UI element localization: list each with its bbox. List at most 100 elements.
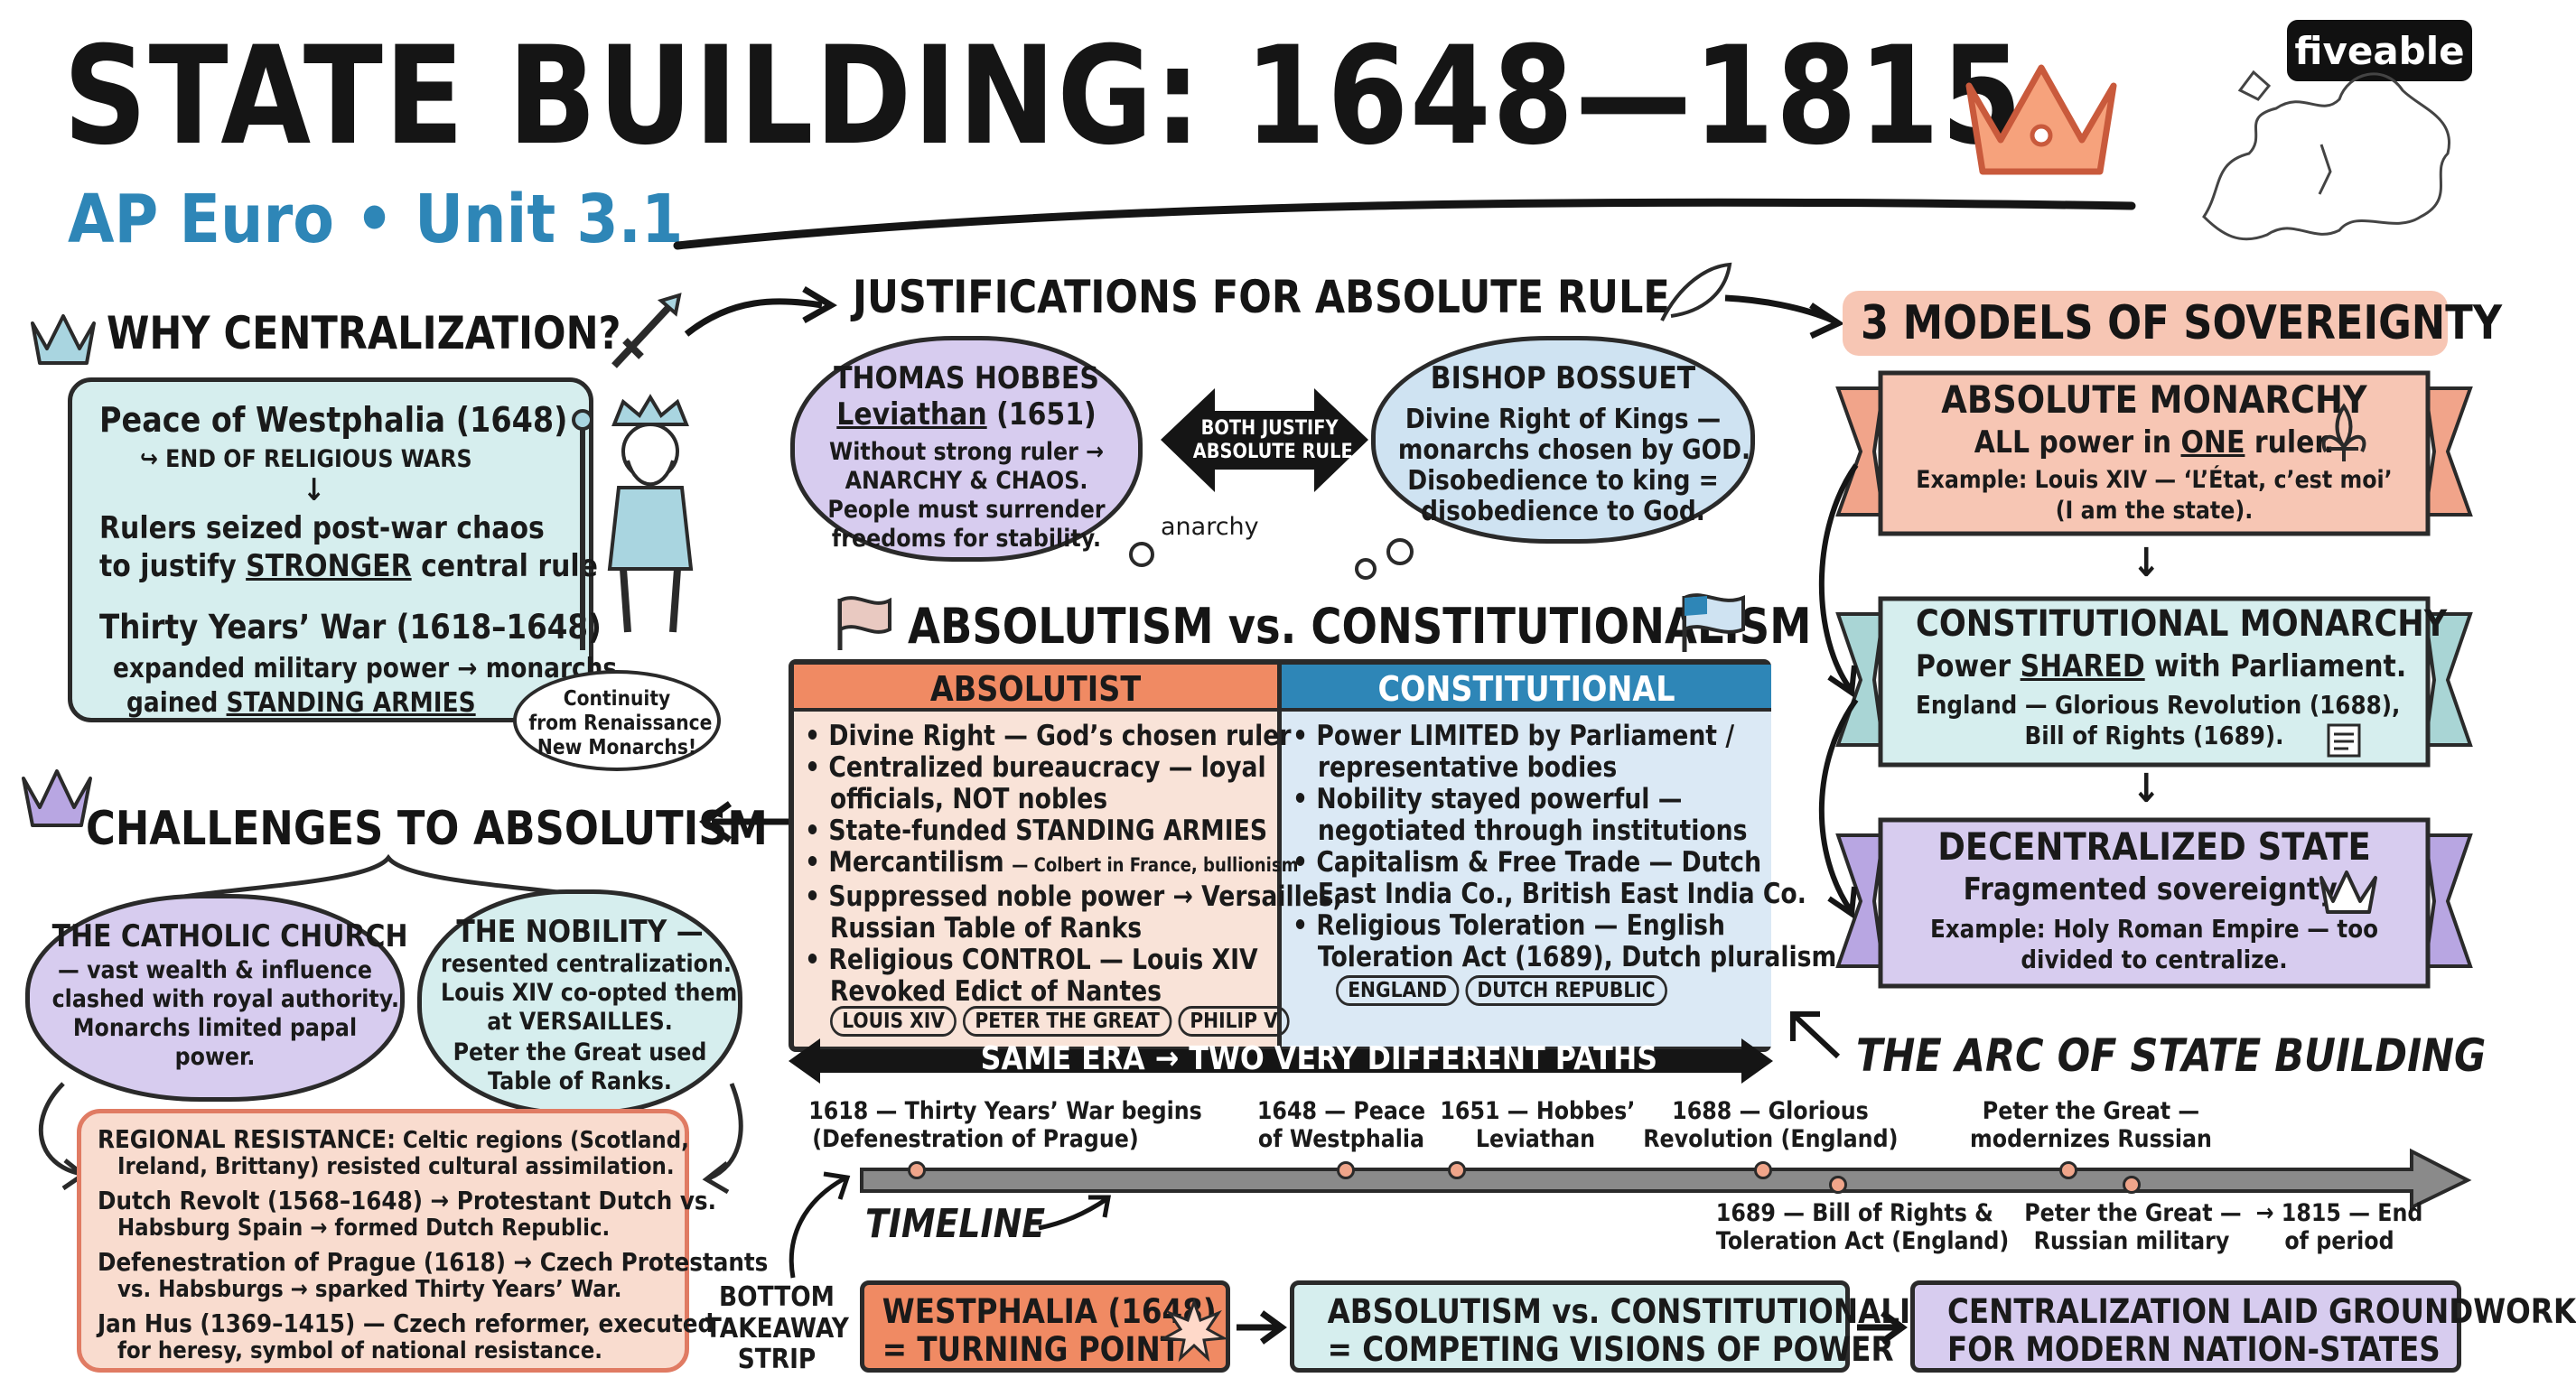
timeline-dot (1829, 1176, 1847, 1194)
arrow-to-justifications (684, 285, 837, 337)
westphalia-title: Peace of Westphalia (1648) (99, 400, 568, 440)
table-list-item: • Divine Right — God’s chosen ruler (805, 720, 1292, 752)
renaissance-speech-bubble: Continuity from Renaissance New Monarchs… (513, 670, 721, 771)
timeline-arrow (860, 1148, 2472, 1211)
table-list-item: Revoked Edict of Nantes (805, 975, 1162, 1008)
timeline-label: TIMELINE (865, 1201, 1046, 1247)
crown-icon (1965, 64, 2117, 175)
fleur-de-lis-icon (2321, 403, 2366, 461)
same-era-double-arrow (789, 1038, 1773, 1084)
decentralized-state-title: DECENTRALIZED STATE (1937, 824, 2371, 869)
table-list-item: negotiated through institutions (1293, 815, 1748, 847)
table-list-item: • Capitalism & Free Trade — Dutch (1293, 846, 1762, 879)
constitutional-header (1282, 665, 1771, 712)
timeline-dot (2123, 1176, 2141, 1194)
title-underline-stroke (673, 198, 2136, 250)
strip-arrow-2 (1857, 1310, 1908, 1345)
hobbes-cloud: THOMAS HOBBES Leviathan (1651) Without s… (790, 336, 1143, 562)
table-list-item: Toleration Act (1689), Dutch pluralism (1293, 941, 1837, 973)
absolutist-header (794, 665, 1277, 712)
scroll-icon (2327, 723, 2361, 758)
down-arrow: ↓ (303, 472, 326, 508)
constitutional-header-label: CONSTITUTIONAL (1377, 669, 1675, 709)
table-list-item: Russian Table of Ranks (805, 912, 1143, 945)
example-pill: PETER THE GREAT (963, 1006, 1172, 1037)
example-pill: DUTCH REPUBLIC (1465, 975, 1667, 1006)
absolute-monarchy-line-2: Example: Louis XIV — ‘L’État, c’est moi’ (1916, 466, 2393, 494)
decentralized-state-line-2: Example: Holy Roman Empire — too (1929, 914, 2379, 944)
example-pill: LOUIS XIV (830, 1006, 957, 1037)
table-list-item: • Religious CONTROL — Louis XIV (805, 944, 1258, 976)
absolute-monarchy-line-1: ALL power in ONE ruler. (1974, 424, 2335, 461)
example-pill: ENGLAND (1336, 975, 1460, 1006)
flag-icon-left (837, 596, 891, 650)
absolutist-header-label: ABSOLUTIST (929, 669, 1142, 709)
table-list-item: • Power LIMITED by Parliament / (1293, 720, 1735, 752)
mercantilism-note: — Colbert in France, bullionism (1012, 854, 1299, 876)
constitutional-list: • Power LIMITED by Parliament / represen… (1293, 720, 1837, 973)
both-justify-label-1: BOTH JUSTIFY (1200, 417, 1339, 440)
timeline-event-peter-military: Peter the Great —Russian military (2024, 1199, 2242, 1256)
timeline-event-1651: 1651 — Hobbes’Leviathan (1440, 1097, 1636, 1154)
absolute-monarchy-line-3: (I am the state). (2055, 497, 2254, 525)
burst-icon (1160, 1298, 1228, 1363)
timeline-event-1618: 1618 — Thirty Years’ War begins(Defenest… (808, 1097, 1202, 1154)
takeaway-competing-visions: ABSOLUTISM vs. CONSTITUTIONALISM = COMPE… (1290, 1280, 1961, 1373)
takeaway-groundwork: CENTRALIZATION LAID GROUNDWORK FOR MODER… (1910, 1280, 2576, 1373)
challenges-heading: CHALLENGES TO ABSOLUTISM (86, 802, 768, 856)
versus-table: ABSOLUTIST CONSTITUTIONAL • Divine Right… (789, 659, 1837, 1052)
regional-resistance-card: REGIONAL RESISTANCE: Celtic regions (Sco… (77, 1109, 768, 1373)
sword-icon (611, 293, 682, 368)
down-arrow-2: ↓ (2132, 766, 2161, 812)
timeline-label-arrow (1038, 1195, 1111, 1231)
leviathan-line: Leviathan (1651) (836, 396, 1097, 433)
takeaway-westphalia: WESTPHALIA (1648) = TURNING POINT (860, 1280, 1230, 1373)
absolute-monarchy-title: ABSOLUTE MONARCHY (1941, 377, 2367, 422)
constitutional-monarchy-title: CONSTITUTIONAL MONARCHY (1916, 603, 2448, 645)
table-list-item: representative bodies (1293, 751, 1618, 784)
strip-arrow-1 (1237, 1310, 1287, 1345)
both-justify-label-2: ABSOLUTE RULE (1192, 441, 1353, 463)
arc-of-state-building-label: THE ARC OF STATE BUILDING (1856, 1029, 2487, 1082)
absolutist-list: • Divine Right — God’s chosen ruler• Cen… (805, 720, 1342, 1008)
timeline-dot (1337, 1161, 1355, 1179)
flag-icon-right (1682, 593, 1745, 652)
timeline-dot (1448, 1161, 1466, 1179)
models-heading: 3 MODELS OF SOVEREIGNTY (1861, 296, 2503, 350)
europe-map-icon (2202, 70, 2451, 241)
why-centralization-card: Peace of Westphalia (1648) ↪ END OF RELI… (68, 377, 617, 722)
arc-arrow (1790, 1011, 1841, 1059)
table-list-item: East India Co., British East India Co. (1293, 878, 1806, 910)
table-list-item: • Nobility stayed powerful — (1293, 783, 1683, 815)
table-list-item: officials, NOT nobles (805, 783, 1108, 815)
timeline-event-peter-modernizes: Peter the Great —modernizes Russian (1970, 1097, 2212, 1154)
thought-dot (1129, 542, 1154, 567)
versus-heading: ABSOLUTISM vs. CONSTITUTIONALISM (908, 598, 1812, 655)
bossuet-cloud: BISHOP BOSSUET Divine Right of Kings — m… (1371, 336, 1755, 544)
broken-crown-icon (2319, 870, 2377, 914)
timeline-event-1689: 1689 — Bill of Rights &Toleration Act (E… (1715, 1199, 2010, 1256)
decentralized-state-line-3: divided to centralize. (2021, 945, 2288, 974)
constitutional-monarchy-line-2: England — Glorious Revolution (1688), (1916, 690, 2401, 720)
broken-crown-icon-purple (22, 769, 92, 827)
table-list-item: • Suppressed noble power → Versailles, (805, 880, 1342, 913)
timeline-dot (1754, 1161, 1772, 1179)
thirty-years-war-title: Thirty Years’ War (1618–1648) (99, 608, 602, 647)
table-list-item: • Mercantilism— Colbert in France, bulli… (805, 846, 1299, 879)
seized-line-1: Rulers seized post-war chaos (99, 510, 545, 546)
constitutional-monarchy-line-3: Bill of Rights (1689). (2024, 721, 2284, 750)
nobility-cloud: THE NOBILITY — resented centralization. … (417, 889, 742, 1115)
arrow-to-models (1724, 294, 1845, 340)
table-list-item: • Religious Toleration — English (1293, 909, 1726, 942)
constitutional-monarchy-line-1: Power SHARED with Parliament. (1916, 648, 2407, 684)
brand-logo: fiveable (2287, 20, 2472, 81)
absolute-monarchy-ribbon-shape (1835, 370, 2473, 536)
arrow-to-challenges (698, 801, 789, 842)
thought-dot (1386, 538, 1414, 565)
quill-icon (1660, 262, 1732, 321)
models-side-arrows (1818, 463, 1859, 919)
